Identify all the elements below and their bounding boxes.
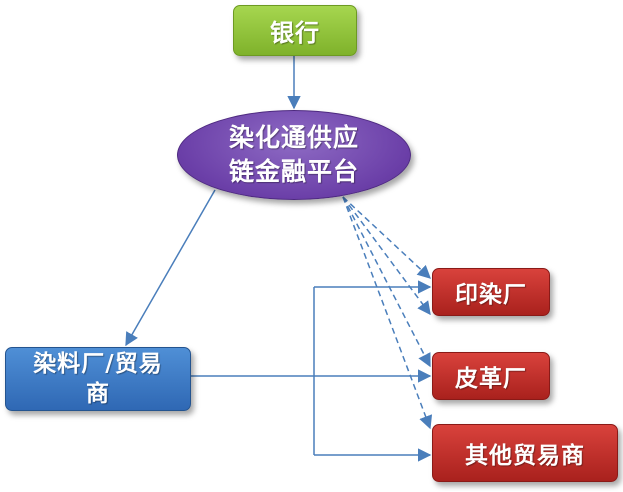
node-leather-factory-label: 皮革厂	[455, 366, 527, 392]
node-other-traders-label: 其他贸易商	[465, 443, 585, 469]
edge-platform-to-dye-factory	[125, 189, 216, 347]
dashed-edge-platform-to-leather-2	[342, 196, 431, 368]
node-platform: 染化通供应 链金融平台	[177, 110, 411, 200]
dashed-edge-platform-to-other	[342, 196, 433, 430]
node-printing-factory-label: 印染厂	[455, 282, 527, 308]
dashed-edge-platform-to-leather	[342, 196, 431, 316]
node-bank-label: 银行	[270, 19, 320, 47]
node-bank: 银行	[233, 5, 357, 56]
node-other-traders: 其他贸易商	[432, 424, 618, 482]
dashed-edge-platform-to-printing	[342, 196, 431, 279]
node-dye-factory-label: 染料厂/贸易 商	[33, 351, 163, 407]
node-printing-factory: 印染厂	[432, 268, 550, 316]
node-leather-factory: 皮革厂	[432, 352, 550, 400]
edge-dye-factory-to-customers-bracket	[191, 287, 315, 455]
node-dye-factory: 染料厂/贸易 商	[5, 347, 191, 411]
node-platform-label: 染化通供应 链金融平台	[228, 123, 359, 186]
